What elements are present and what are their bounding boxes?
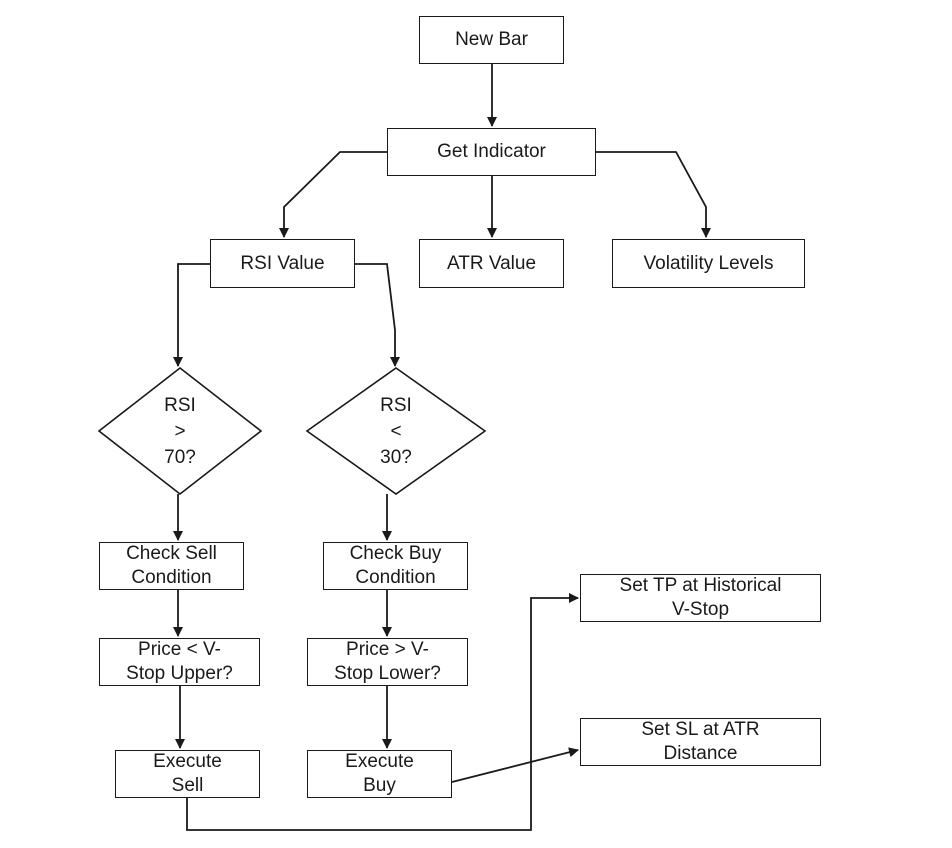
decision-rsi-gt-70-label: RSI > 70?: [164, 395, 196, 468]
arrow-get-indicator-to-rsi-value: [279, 151, 387, 238]
rsi-value-node: RSI Value: [210, 239, 355, 288]
decision-rsi-gt-70-shape: [97, 366, 263, 496]
new-bar-node: New Bar: [419, 16, 564, 64]
arrow-rsi-value-to-rsi-lt-30: [355, 263, 400, 367]
price-lt-upper-node: Price < V- Stop Upper?: [99, 638, 260, 686]
get-indicator-node: Get Indicator: [387, 128, 596, 176]
atr-value-node: ATR Value: [419, 239, 564, 288]
arrow-execute-buy-to-set-sl: [451, 747, 579, 783]
price-gt-lower-node: Price > V- Stop Lower?: [307, 638, 468, 686]
arrow-execute-sell-to-set-tp: [186, 593, 579, 831]
volatility-levels-node: Volatility Levels: [612, 239, 805, 288]
execute-sell-node: Execute Sell: [115, 750, 260, 798]
set-sl-node: Set SL at ATR Distance: [580, 718, 821, 766]
execute-buy-node: Execute Buy: [307, 750, 452, 798]
decision-rsi-lt-30-label: RSI < 30?: [380, 395, 412, 468]
arrow-rsi-value-to-rsi-gt-70: [173, 263, 210, 367]
check-sell-node: Check Sell Condition: [99, 542, 244, 590]
arrow-get-indicator-to-volatility-levels: [596, 151, 711, 238]
set-tp-node: Set TP at Historical V-Stop: [580, 574, 821, 622]
check-buy-node: Check Buy Condition: [323, 542, 468, 590]
decision-rsi-lt-30-shape: [305, 367, 487, 495]
